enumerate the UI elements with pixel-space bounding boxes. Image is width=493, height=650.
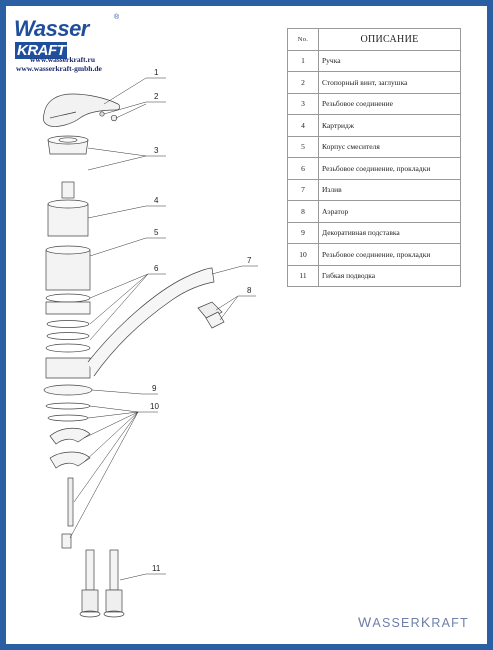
part-cartridge xyxy=(47,203,89,237)
footer-brand-k: K xyxy=(420,614,432,630)
footer-brand-asser: ASSER xyxy=(372,616,421,630)
drawing-sheet: WasserKRAFT ® www.wasserkraft.ru www.was… xyxy=(6,6,487,644)
callout-9: 9 xyxy=(152,384,157,393)
row-number: 6 xyxy=(287,157,319,180)
row-number: 5 xyxy=(287,135,319,158)
callout-4: 4 xyxy=(154,196,159,205)
callout-11: 11 xyxy=(152,564,161,573)
row-description: Декоративная подставка xyxy=(318,221,461,244)
header-description: ОПИСАНИЕ xyxy=(318,28,461,51)
row-description: Стопорный винт, заглушка xyxy=(318,71,461,94)
part-cartridge-stem xyxy=(61,181,75,199)
url-ru[interactable]: www.wasserkraft.ru xyxy=(30,55,95,64)
part-mount-plate xyxy=(49,427,91,445)
row-description: Гибкая подводка xyxy=(318,264,461,287)
part-base xyxy=(43,384,93,396)
part-body xyxy=(45,249,91,291)
row-description: Картридж xyxy=(318,114,461,137)
row-description: Излив xyxy=(318,178,461,201)
row-description: Корпус смесителя xyxy=(318,135,461,158)
exploded-view-drawing: 1 2 3 4 5 6 7 8 9 10 11 xyxy=(42,68,258,618)
callout-8: 8 xyxy=(247,286,252,295)
logo-text-badge: KRAFT xyxy=(15,42,68,59)
callout-7: 7 xyxy=(247,256,252,265)
url-de[interactable]: www.wasserkraft-gmbh.de xyxy=(16,64,102,73)
logo-text-left: Wasser xyxy=(14,16,89,41)
callout-5: 5 xyxy=(154,228,159,237)
row-description: Аэратор xyxy=(318,200,461,223)
footer-brand-w: W xyxy=(358,614,373,630)
part-hose-left xyxy=(85,549,95,591)
logo-wordmark: WasserKRAFT xyxy=(14,16,120,68)
row-number: 10 xyxy=(287,243,319,266)
row-number: 2 xyxy=(287,71,319,94)
row-description: Резьбовое соединение, прокладки xyxy=(318,157,461,180)
footer-brand: WASSERKRAFT xyxy=(358,614,469,630)
part-plug xyxy=(110,114,118,122)
part-aerator xyxy=(197,301,223,321)
callout-3: 3 xyxy=(154,146,159,155)
row-number: 8 xyxy=(287,200,319,223)
row-number: 1 xyxy=(287,49,319,72)
part-spout xyxy=(45,357,91,379)
registered-mark: ® xyxy=(114,14,120,21)
callout-10: 10 xyxy=(150,402,159,411)
footer-brand-raft: RAFT xyxy=(431,616,469,630)
brand-logo: WasserKRAFT ® xyxy=(14,12,120,59)
row-number: 3 xyxy=(287,92,319,115)
row-description: Ручка xyxy=(318,49,461,72)
table-header-row: No. ОПИСАНИЕ xyxy=(287,28,461,51)
part-stud xyxy=(67,477,74,527)
row-description: Резьбовое соединение xyxy=(318,92,461,115)
row-number: 7 xyxy=(287,178,319,201)
row-number: 9 xyxy=(287,221,319,244)
header-no: No. xyxy=(287,28,319,51)
row-number: 4 xyxy=(287,114,319,137)
row-description: Резьбовое соединение, прокладки xyxy=(318,243,461,266)
part-screw xyxy=(99,111,105,117)
callout-1: 1 xyxy=(154,68,159,77)
callout-2: 2 xyxy=(154,92,159,101)
callout-6: 6 xyxy=(154,264,159,273)
part-handle xyxy=(42,93,121,127)
part-ring xyxy=(45,293,91,303)
row-number: 11 xyxy=(287,264,319,287)
